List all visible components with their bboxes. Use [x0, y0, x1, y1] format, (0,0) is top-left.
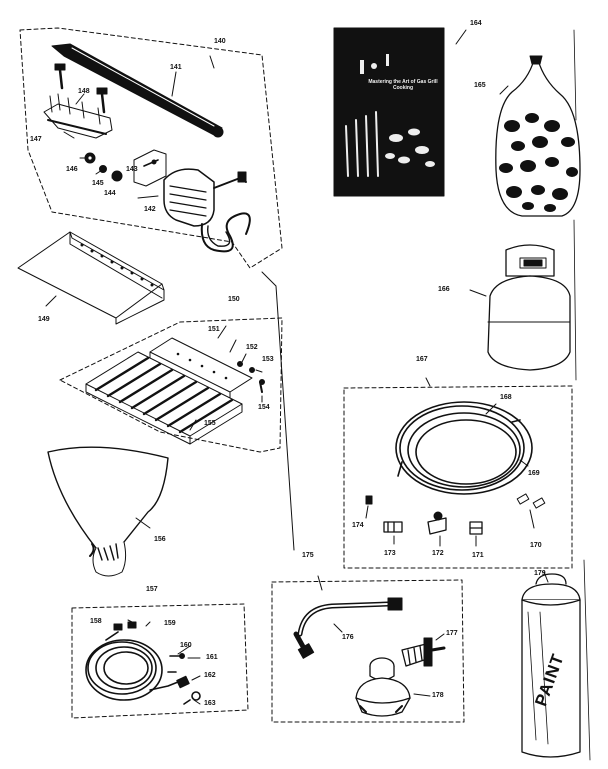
paint-spray-can — [521, 571, 581, 758]
part-number-143: 143 — [126, 166, 138, 173]
gas-hose — [297, 601, 391, 637]
part-number-156: 156 — [154, 536, 166, 543]
part-number-170: 170 — [530, 542, 542, 549]
part-number-163: 163 — [204, 700, 216, 707]
part-number-178: 178 — [432, 692, 444, 699]
part-number-173: 173 — [384, 550, 396, 557]
part-number-158: 158 — [90, 618, 102, 625]
part-number-148: 148 — [78, 88, 90, 95]
part-number-155: 155 — [204, 420, 216, 427]
part-number-161: 161 — [206, 654, 218, 661]
part-number-172: 172 — [432, 550, 444, 557]
part-number-149: 149 — [38, 316, 50, 323]
part-number-152: 152 — [246, 344, 258, 351]
part-number-177: 177 — [446, 630, 458, 637]
part-number-169: 169 — [528, 470, 540, 477]
warming-shelf — [17, 231, 165, 325]
lava-rock-bag — [495, 55, 581, 217]
part-number-174: 174 — [352, 522, 364, 529]
grill-cover-bag — [47, 446, 169, 577]
part-number-160: 160 — [180, 642, 192, 649]
part-number-165: 165 — [474, 82, 486, 89]
part-number-142: 142 — [144, 206, 156, 213]
part-number-171: 171 — [472, 552, 484, 559]
part-number-157: 157 — [146, 586, 158, 593]
hose-kit-group — [343, 377, 573, 569]
part-number-150: 150 — [228, 296, 240, 303]
part-number-145: 145 — [92, 180, 104, 187]
part-number-175: 175 — [302, 552, 314, 559]
gas-regulator — [355, 657, 411, 717]
part-number-146: 146 — [66, 166, 78, 173]
nut — [111, 170, 123, 182]
ignitor-wire-coil — [85, 639, 163, 701]
part-number-167: 167 — [416, 356, 428, 363]
rotisserie-motor — [163, 168, 251, 253]
part-number-166: 166 — [438, 286, 450, 293]
part-number-147: 147 — [30, 136, 42, 143]
part-number-144: 144 — [104, 190, 116, 197]
rotisserie-kit-group — [19, 27, 295, 551]
part-number-140: 140 — [214, 38, 226, 45]
screws — [54, 63, 108, 114]
part-number-154: 154 — [258, 404, 270, 411]
part-number-176: 176 — [342, 634, 354, 641]
part-number-151: 151 — [208, 326, 220, 333]
part-number-164: 164 — [470, 20, 482, 27]
cookbook-booklet — [333, 27, 467, 197]
lp-gas-tank — [469, 244, 571, 371]
part-number-159: 159 — [164, 620, 176, 627]
grate-assembly-group — [59, 317, 283, 453]
booklet-cover-title: Mastering the Art of Gas Grill Cooking — [368, 79, 438, 91]
copper-tubing-coil — [395, 401, 533, 495]
meat-fork — [43, 93, 113, 139]
part-number-153: 153 — [262, 356, 274, 363]
motor-bracket — [133, 149, 167, 187]
part-number-179: 179 — [534, 570, 546, 577]
part-number-162: 162 — [204, 672, 216, 679]
regulator-kit-group — [271, 575, 465, 723]
valve-fitting — [401, 637, 446, 667]
part-number-168: 168 — [500, 394, 512, 401]
part-number-141: 141 — [170, 64, 182, 71]
ignitor-kit-group — [71, 603, 249, 719]
